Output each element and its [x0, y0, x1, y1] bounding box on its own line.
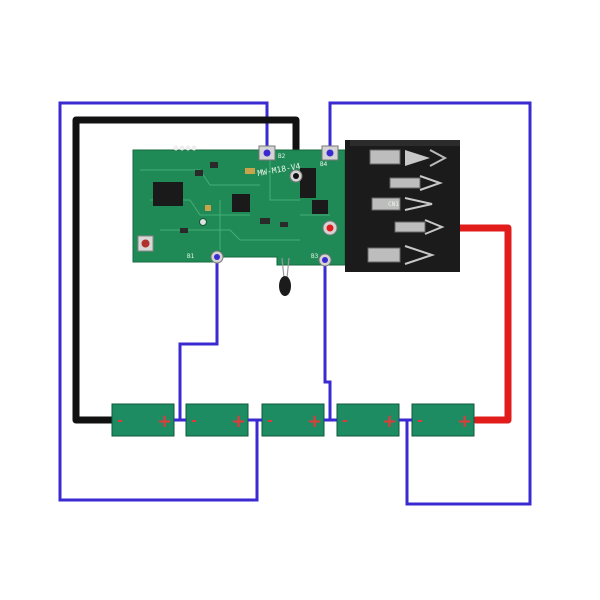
pad-b1: [210, 250, 224, 264]
pad-label-b2: B2: [278, 153, 286, 160]
ic-chip-secondary: [232, 194, 250, 212]
cell-1-minus: -: [117, 413, 123, 429]
cell-5-plus: +: [457, 411, 472, 432]
component-small-6: [245, 168, 255, 174]
pad-b4: [321, 145, 339, 161]
battery-cell-3: - +: [261, 403, 325, 437]
pad-label-b4: B4: [320, 161, 328, 168]
battery-cell-5: - +: [411, 403, 475, 437]
battery-cell-2: - +: [185, 403, 249, 437]
cell-2-plus: +: [231, 411, 246, 432]
thermistor-lead-1: [281, 257, 285, 279]
component-small-5: [280, 222, 288, 227]
terminal-label: CN1: [388, 201, 399, 208]
cell-5-minus: -: [417, 413, 423, 429]
pad-label-b3: B3: [311, 253, 319, 260]
component-small-4: [180, 228, 188, 233]
pcb-board: MW-M18-V4 B2 B4 B1 B3: [132, 145, 346, 296]
reset-button-cap: [141, 239, 150, 248]
cell-4-minus: -: [342, 413, 348, 429]
via-hole: [199, 218, 207, 226]
component-small-3: [260, 218, 270, 224]
pad-b2: [258, 145, 276, 161]
component-small-1: [195, 170, 203, 176]
pad-positive: [322, 220, 338, 236]
terminal-connector: CN1: [345, 140, 460, 272]
cell-group: - + - + - + - + - +: [111, 403, 475, 437]
battery-cell-1: - +: [111, 403, 175, 437]
pad-label-b1: B1: [187, 253, 195, 260]
cell-3-plus: +: [307, 411, 322, 432]
terminal-blade-5: [367, 245, 436, 265]
connector-housing: [345, 140, 460, 272]
terminal-blade-2: [389, 175, 444, 191]
terminal-blade-1: [369, 149, 448, 167]
terminal-blade-4: [394, 219, 445, 235]
thermistor-lead-2: [286, 257, 290, 279]
pad-b3: [318, 253, 332, 267]
thermistor: [279, 276, 291, 296]
ic-chip-main: [153, 182, 183, 206]
cell-2-minus: -: [191, 413, 197, 429]
terminal-blade-3: [371, 197, 433, 211]
wire-negative-main: [72, 116, 300, 424]
wire-b3: [323, 260, 337, 422]
component-small-2: [210, 162, 218, 168]
component-small-7: [205, 205, 211, 211]
cell-4-plus: +: [382, 411, 397, 432]
mosfet-1: [300, 168, 316, 198]
pad-negative: [289, 169, 303, 183]
connector-lip: [350, 140, 460, 146]
cell-1-plus: +: [157, 411, 172, 432]
wire-b1: [178, 257, 219, 422]
pin-header: [173, 145, 197, 151]
cell-3-minus: -: [267, 413, 273, 429]
mosfet-2: [312, 200, 328, 214]
battery-cell-4: - +: [336, 403, 400, 437]
